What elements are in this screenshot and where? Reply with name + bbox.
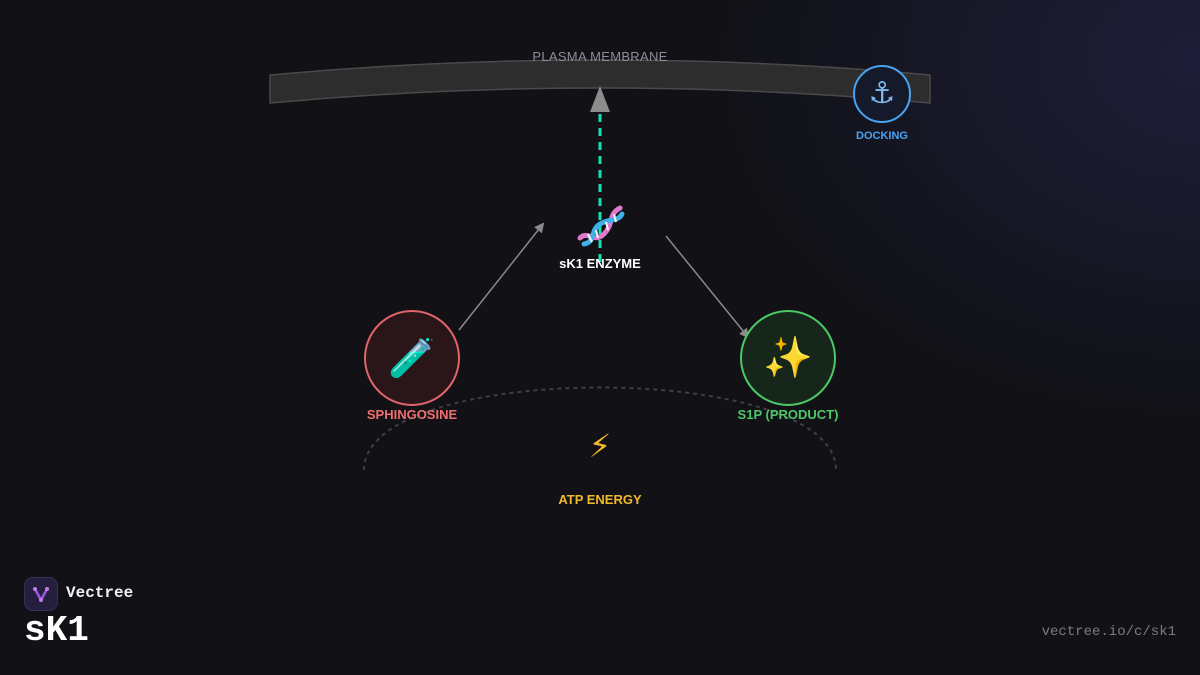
membrane-label: PLASMA MEMBRANE — [532, 49, 668, 64]
sparkles-icon: ✨ — [763, 335, 813, 381]
brand-name: Vectree — [66, 584, 134, 602]
atp-cycle-arc — [363, 386, 837, 471]
enzyme-node[interactable] — [574, 200, 626, 250]
page-title: sK1 — [24, 610, 89, 651]
docking-label: DOCKING — [856, 130, 908, 142]
vectree-logo-icon[interactable] — [24, 577, 58, 611]
source-url[interactable]: vectree.io/c/sk1 — [1041, 624, 1176, 640]
test-tube-icon: 🧪 — [388, 336, 436, 380]
anchor-icon: ⚓ — [868, 76, 896, 111]
sphingosine-label: SPHINGOSINE — [366, 407, 458, 422]
sphingosine-node[interactable]: 🧪 — [364, 310, 460, 406]
s1p-product-label: S1P (PRODUCT) — [737, 407, 839, 422]
enzyme-label: sK1 ENZYME — [559, 256, 641, 271]
plasma-membrane — [269, 59, 931, 104]
enzyme-to-product-arrow — [665, 235, 750, 339]
atp-energy-node[interactable]: ⚡ — [580, 425, 620, 467]
dna-icon — [577, 205, 625, 247]
lightning-icon: ⚡ — [588, 427, 612, 465]
docking-node[interactable]: ⚓ — [853, 65, 911, 123]
s1p-product-node[interactable]: ✨ — [740, 310, 836, 406]
substrate-to-enzyme-arrow — [458, 222, 545, 331]
atp-energy-label: ATP ENERGY — [558, 492, 642, 507]
translocation-arrowhead — [590, 86, 610, 112]
